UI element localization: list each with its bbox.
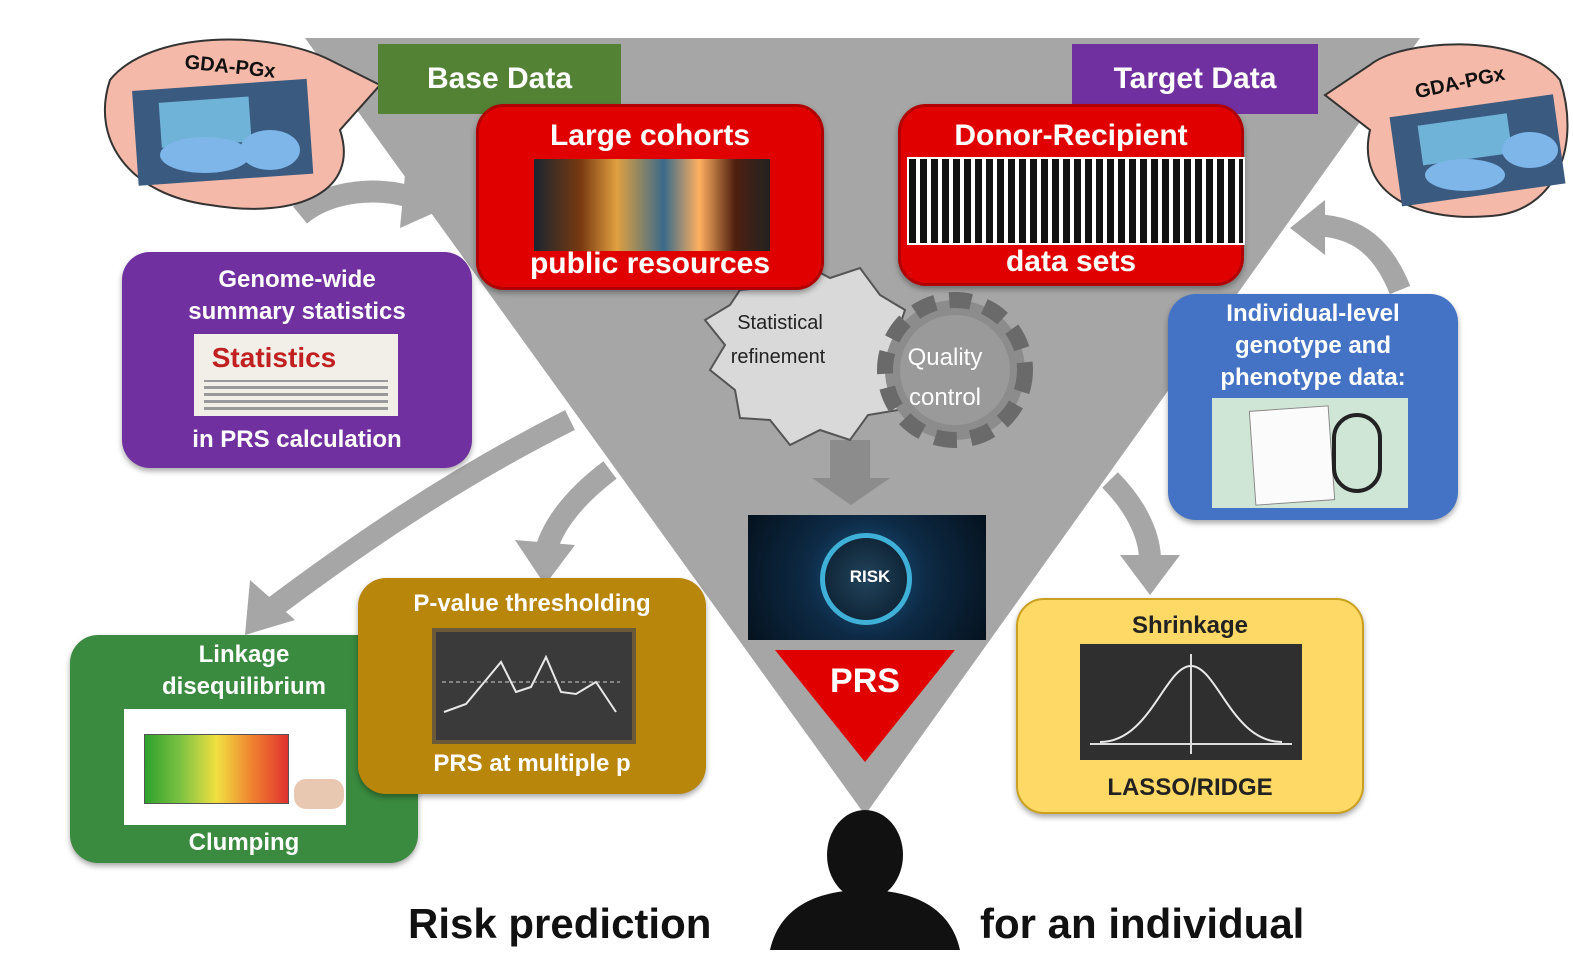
wordcloud-text-lines (204, 380, 388, 410)
target-data-tag: Target Data (1072, 44, 1318, 114)
statistics-word: Statistics (211, 342, 337, 373)
linkage-footer: Clumping (188, 829, 300, 856)
quality-gear-icon (877, 292, 1033, 448)
risk-prediction-text: Risk prediction (408, 900, 712, 947)
summary-statistics-footer: in PRS calculation (192, 426, 402, 453)
risk-button-ring (820, 533, 912, 625)
for-individual-text: for an individual (980, 900, 1305, 947)
arrow-right-top-head (1290, 200, 1325, 255)
individual-data-box: Individual-level genotype and phenotype … (1168, 294, 1458, 520)
summary-statistics-line2: summary statistics (188, 298, 406, 325)
individual-data-line1: Individual-level (1226, 300, 1400, 327)
clipboard-icon (1248, 405, 1336, 506)
ld-heatmap-grid (144, 734, 289, 804)
ld-heatmap-image (124, 709, 346, 825)
stethoscope-icon (1332, 413, 1382, 493)
large-cohorts-box: Large cohorts public resources (476, 104, 824, 290)
base-data-tag: Base Data (378, 44, 621, 114)
bell-curve-icon (1090, 654, 1292, 754)
pvalue-title: P-value thresholding (413, 590, 651, 617)
linkage-line1: Linkage (198, 641, 290, 668)
device-bubble-right (1323, 43, 1569, 218)
pen-hand-icon (294, 779, 344, 809)
arrow-to-linkage-head (245, 580, 295, 635)
arrow-to-shrinkage (1102, 472, 1161, 561)
large-cohorts-subtitle: public resources (529, 247, 771, 280)
individual-data-line3: phenotype data: (1220, 364, 1406, 391)
clipboard-stethoscope-image (1212, 398, 1408, 508)
pvalue-chalkboard-image (432, 628, 636, 744)
arrow-to-pvalue-head (515, 540, 575, 585)
statistics-wordcloud-image: Statistics (194, 334, 398, 416)
arrow-to-shrinkage-head (1120, 555, 1180, 595)
summary-statistics-line1: Genome-wide (218, 266, 376, 293)
statistical-refinement-line2: refinement (730, 346, 826, 368)
risk-button-image: RISK (748, 515, 986, 640)
device-bubble-left (104, 38, 382, 210)
donor-recipient-subtitle: data sets (1005, 245, 1137, 278)
individual-data-line2: genotype and (1234, 332, 1391, 359)
shrinkage-footer: LASSO/RIDGE (1107, 774, 1273, 801)
arrow-to-pvalue (534, 461, 617, 558)
pvalue-footer: PRS at multiple p (433, 750, 631, 777)
arrow-to-linkage (263, 410, 575, 619)
shrinkage-title: Shrinkage (1131, 612, 1249, 639)
prs-triangle (775, 650, 955, 762)
statistical-refinement-line1: Statistical (737, 312, 823, 334)
linkage-line2: disequilibrium (161, 673, 326, 700)
quality-control-line1: Quality (907, 344, 983, 371)
risk-button-text: RISK (849, 567, 891, 586)
large-cohorts-title: Large cohorts (549, 119, 751, 152)
crowd-silhouettes-image (907, 157, 1245, 245)
donor-recipient-box: Donor-Recipient data sets (898, 104, 1245, 286)
pvalue-thresholding-box: P-value thresholding PRS at multiple p (358, 578, 706, 794)
donor-recipient-title: Donor-Recipient (954, 119, 1188, 152)
shrinkage-chalkboard-image (1080, 644, 1302, 760)
summary-statistics-box: Genome-wide summary statistics Statistic… (122, 252, 472, 468)
cohort-image (534, 159, 770, 251)
statistical-gear-icon (703, 260, 917, 447)
quality-control-line2: control (908, 384, 982, 411)
shrinkage-box: Shrinkage LASSO/RIDGE (1016, 598, 1364, 814)
pvalue-wave-icon (442, 654, 620, 713)
arrow-left-top-head (400, 175, 445, 228)
person-silhouette-icon (770, 810, 960, 950)
arrow-down-head (812, 478, 890, 505)
prs-label: PRS (830, 662, 900, 700)
arrow-down-body (830, 440, 870, 480)
